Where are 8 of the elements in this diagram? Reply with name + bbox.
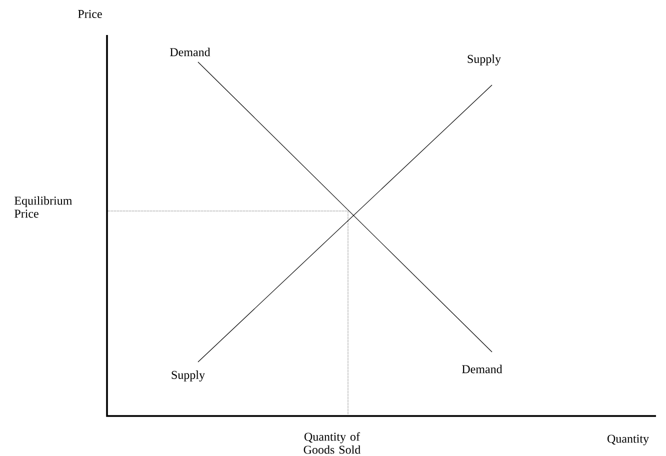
curve-label: Demand <box>170 48 210 56</box>
axis-label: Quantity of Goods Sold <box>304 432 361 454</box>
axis-label: Quantity <box>608 434 649 446</box>
curve-label: Supply <box>172 370 205 382</box>
axis-label: Equilibrium Price <box>14 196 72 218</box>
curve-label: Demand <box>462 364 502 374</box>
curve-label: Supply <box>468 54 501 66</box>
axis-label: Price <box>78 10 102 18</box>
